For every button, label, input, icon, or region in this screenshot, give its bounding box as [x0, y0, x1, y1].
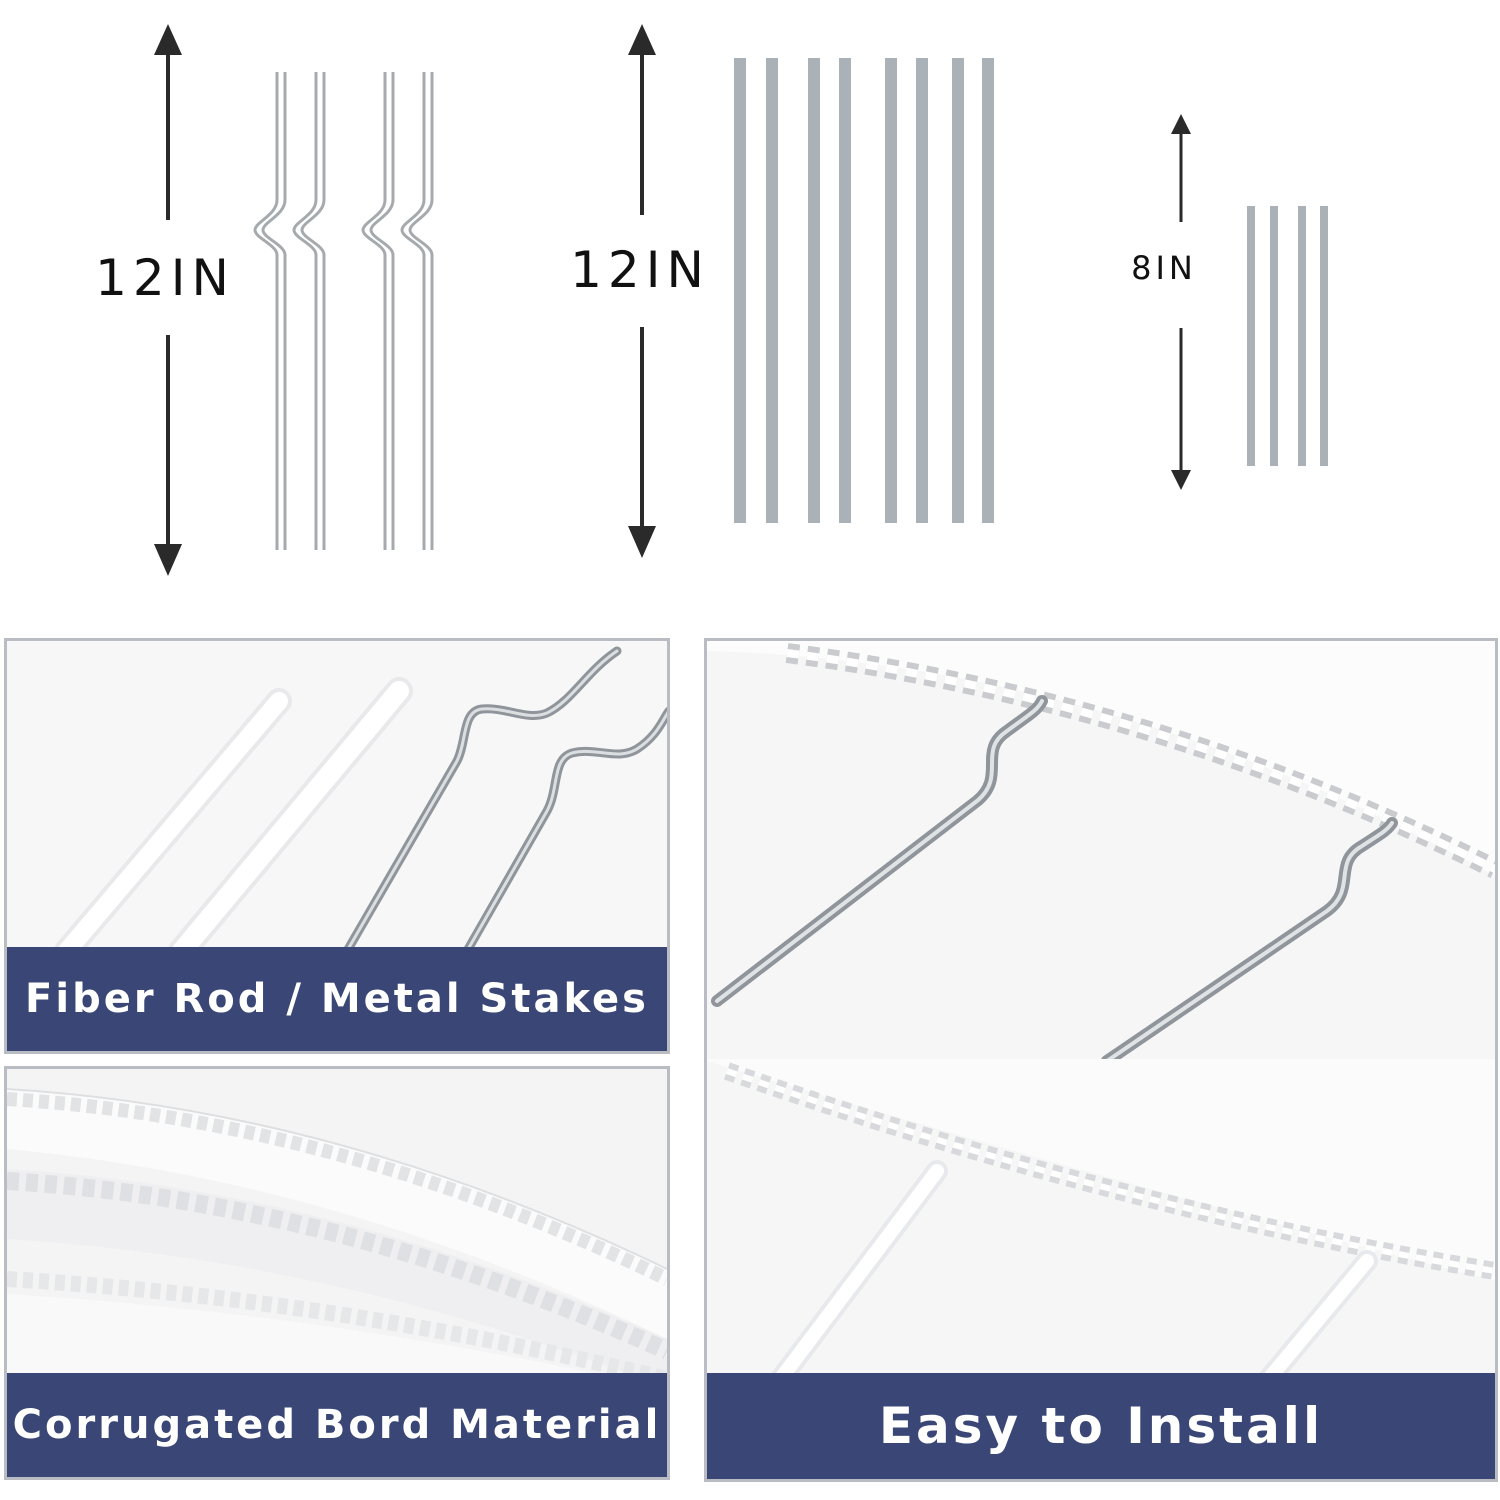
dimension-diagram	[154, 24, 1328, 576]
fiber-rods-long-illustration	[734, 58, 994, 523]
caption-banner: Easy to Install	[707, 1373, 1495, 1479]
caption-banner: Fiber Rod / Metal Stakes	[7, 947, 667, 1051]
fiber-rods-short-illustration	[1247, 206, 1328, 466]
metal-stake-length-label: 12IN	[80, 248, 250, 308]
sign-edge-bottom	[724, 1062, 1495, 1280]
fiber-rod-icon	[54, 677, 413, 965]
caption-easy-install: Easy to Install	[878, 1397, 1324, 1455]
caption-corrugated-material: Corrugated Bord Material	[12, 1402, 662, 1448]
metal-stakes-illustration	[253, 72, 434, 550]
sign-edge-top	[785, 643, 1495, 878]
caption-banner: Corrugated Bord Material	[7, 1373, 667, 1477]
install-photo	[707, 641, 1495, 1479]
dimension-arrow-fiber-rods-short	[1171, 114, 1191, 490]
fiber-rod-short-length-label: 8IN	[1118, 248, 1210, 288]
panel-corrugated-material: Corrugated Bord Material	[4, 1066, 670, 1480]
fiber-rod-long-length-label: 12IN	[560, 240, 720, 300]
fiber-rod-icon	[768, 1160, 1378, 1392]
corrugation-edge-bottom	[7, 1172, 667, 1387]
panel-easy-install: Easy to Install	[704, 638, 1498, 1482]
caption-fiber-rod-metal-stakes: Fiber Rod / Metal Stakes	[25, 976, 649, 1022]
dimension-arrow-fiber-rods-long	[628, 24, 656, 558]
panel-fiber-rod-metal-stakes: Fiber Rod / Metal Stakes	[4, 638, 670, 1054]
dimension-arrow-metal-stakes	[154, 24, 182, 576]
metal-stake-icon	[711, 695, 1398, 1067]
metal-stake-icon	[342, 646, 667, 956]
corrugation-edge-top	[7, 1092, 667, 1286]
